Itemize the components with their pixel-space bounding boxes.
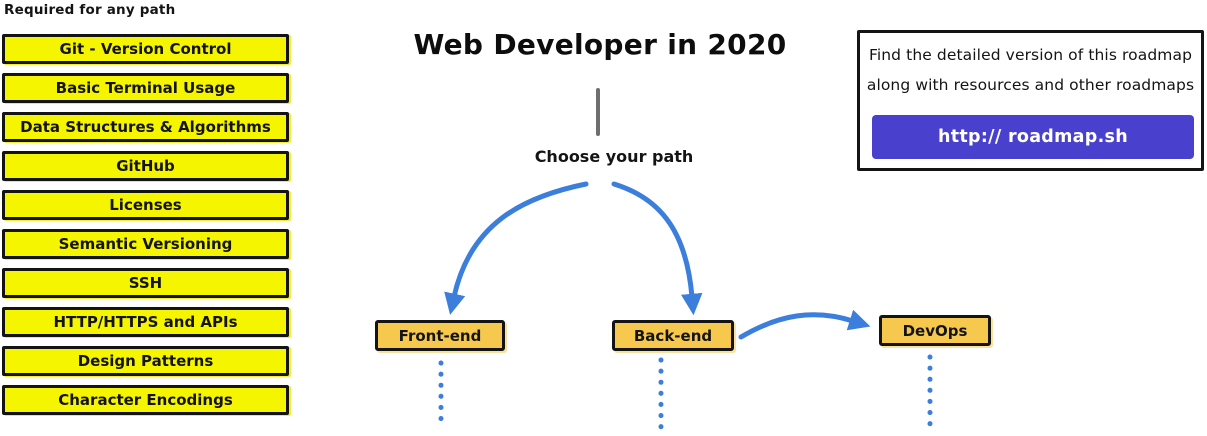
topic-box-http-https-apis[interactable]: HTTP/HTTPS and APIs — [2, 307, 289, 337]
path-box-frontend[interactable]: Front-end — [375, 320, 505, 351]
required-topics-list: Git - Version Control Basic Terminal Usa… — [2, 34, 289, 415]
arrow-choose-frontend — [444, 181, 589, 315]
topic-box-semantic-versioning[interactable]: Semantic Versioning — [2, 229, 289, 259]
topic-box-basic-terminal-usage[interactable]: Basic Terminal Usage — [2, 73, 289, 103]
topic-box-git-version-control[interactable]: Git - Version Control — [2, 34, 289, 64]
topic-box-data-structures-algorithms[interactable]: Data Structures & Algorithms — [2, 112, 289, 142]
info-text-line1: Find the detailed version of this roadma… — [868, 46, 1193, 64]
topic-box-ssh[interactable]: SSH — [2, 268, 289, 298]
required-path-heading: Required for any path — [4, 2, 176, 18]
path-box-devops[interactable]: DevOps — [879, 315, 991, 346]
page-title: Web Developer in 2020 — [413, 28, 787, 61]
roadmap-url-button[interactable]: http:// roadmap.sh — [872, 115, 1194, 159]
roadmap-info-box: Find the detailed version of this roadma… — [857, 30, 1204, 171]
topic-box-design-patterns[interactable]: Design Patterns — [2, 346, 289, 376]
title-stem-line — [596, 88, 600, 136]
topic-box-licenses[interactable]: Licenses — [2, 190, 289, 220]
info-text-line2: along with resources and other roadmaps — [866, 76, 1195, 94]
arrow-backend-devops — [738, 309, 871, 340]
topic-box-character-encodings[interactable]: Character Encodings — [2, 385, 289, 415]
arrow-choose-backend — [611, 181, 703, 316]
path-box-backend[interactable]: Back-end — [612, 320, 734, 351]
choose-your-path-label: Choose your path — [534, 147, 694, 166]
topic-box-github[interactable]: GitHub — [2, 151, 289, 181]
